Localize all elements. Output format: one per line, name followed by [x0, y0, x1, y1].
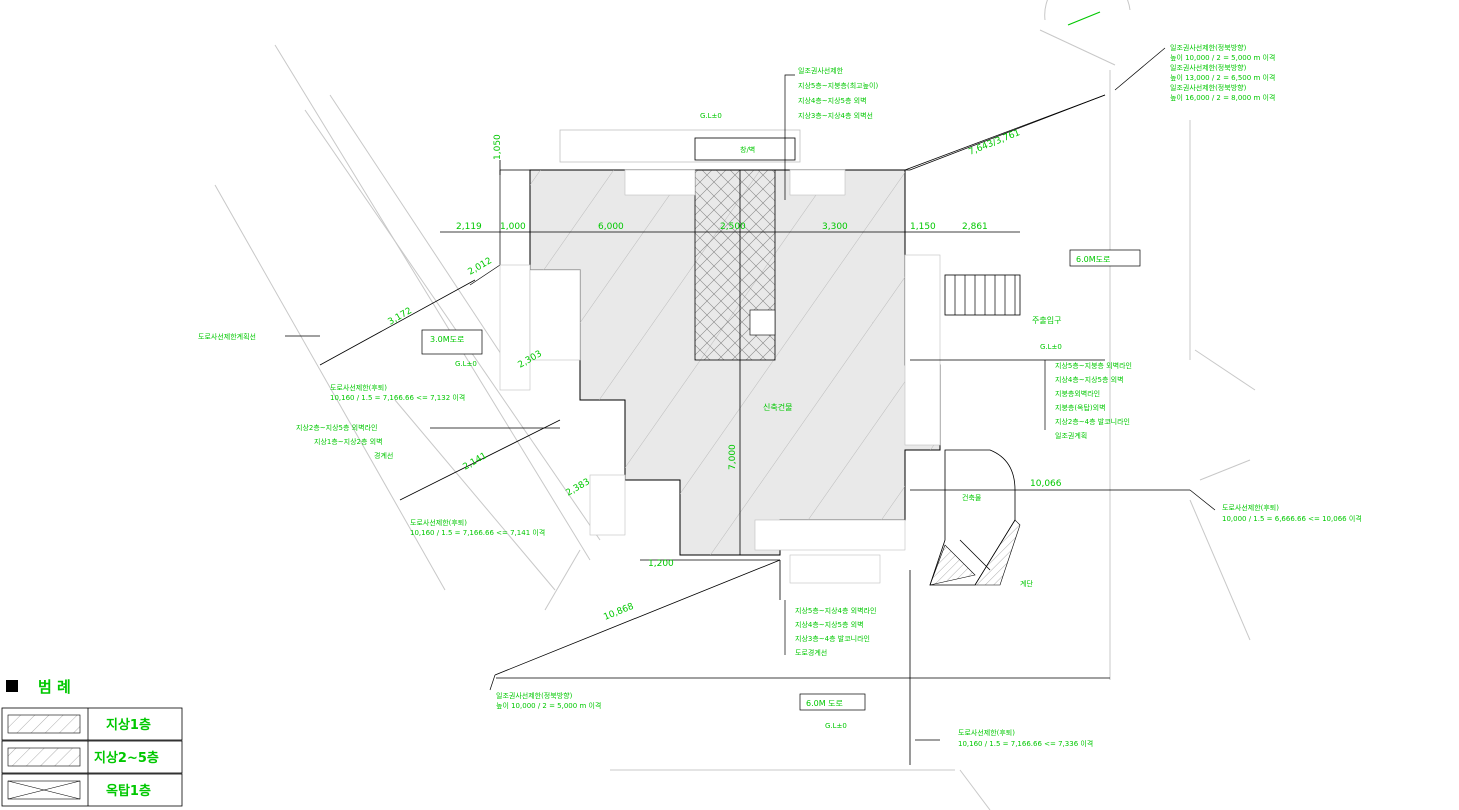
- note-line: 높이 10,000 / 2 = 5,000 m 이격: [1170, 53, 1275, 62]
- note-line: 지상4층~지상5층 외벽: [798, 96, 867, 105]
- note-line: 지상1층~지상2층 외벽: [314, 437, 383, 446]
- note-line: 지상3층~지상4층 외벽선: [798, 111, 873, 120]
- legend-marker: [6, 680, 18, 692]
- road-label: 3.0M도로: [430, 335, 464, 344]
- dim-label: 7,643/3,761: [967, 128, 1021, 158]
- note-line: 높이 13,000 / 2 = 6,500 m 이격: [1170, 73, 1275, 82]
- gl-mark: G.L±0: [455, 360, 477, 368]
- box-label: 창/벽: [740, 145, 755, 154]
- dim-label: 2,861: [962, 222, 988, 232]
- dim-label: 2,383: [565, 477, 592, 499]
- gl-mark: G.L±0: [1040, 343, 1062, 351]
- ramp-area: [929, 449, 1021, 586]
- dim-label: 2,500: [720, 222, 746, 232]
- dim-label: 10,868: [602, 602, 635, 623]
- dim-label: 2,012: [467, 256, 494, 278]
- dim-label: 2,119: [456, 222, 482, 232]
- building-footprint: [499, 129, 941, 584]
- note-line: 일조권사선제한(정북방향): [1170, 83, 1247, 92]
- gl-mark: G.L±0: [700, 112, 722, 120]
- note-line: 도로사선제한(후퇴): [958, 728, 1015, 737]
- note-line: 도로경계선: [795, 648, 827, 657]
- dimension-lines: [319, 94, 1190, 765]
- note-line: 지상3층~4층 발코니라인: [795, 634, 870, 643]
- legend-swatch-2: [7, 747, 81, 767]
- note-line: 지상2층~4층 발코니라인: [1055, 417, 1130, 426]
- legend-swatch-1: [7, 714, 81, 734]
- legend-item: 옥탑1층: [106, 783, 151, 799]
- north-arrow-icon: [1044, 0, 1131, 26]
- road-guides: [214, 29, 1256, 810]
- dim-label: 10,066: [1030, 479, 1062, 489]
- note-line: 지붕층(옥탑)외벽: [1055, 403, 1106, 412]
- legend-title: 범 례: [38, 678, 71, 696]
- building-label: 신축건물: [763, 402, 792, 412]
- legend-item: 지상2~5층: [94, 750, 159, 766]
- note-line: 지붕층외벽라인: [1055, 389, 1100, 398]
- note-line: 일조권사선제한(정북방향): [1170, 43, 1247, 52]
- gl-mark: G.L±0: [825, 722, 847, 730]
- note-line: 일조권사선제한(정북방향): [1170, 63, 1247, 72]
- note-line: 경계선: [374, 451, 393, 460]
- note-line: 도로사선제한(후퇴): [1222, 503, 1279, 512]
- note-line: 지상5층~지붕층(최고높이): [798, 81, 878, 90]
- dim-label: 3,300: [822, 222, 848, 232]
- note-line: 지상4층~지상5층 외벽: [795, 620, 864, 629]
- entrance-label: 주출입구: [1032, 315, 1061, 325]
- note-line: 지상5층~지상4층 외벽라인: [795, 606, 876, 615]
- note-line: 일조권계획: [1055, 431, 1087, 440]
- note-line: 도로사선제한계획선: [198, 332, 256, 341]
- road-label: 6.0M도로: [1076, 255, 1110, 264]
- dim-label: 3,172: [387, 306, 414, 328]
- dim-label: 7,000: [728, 444, 738, 470]
- dim-label: 2,141: [462, 451, 489, 473]
- leader-lines: [285, 47, 1216, 741]
- note-line: 일조권사선제한(정북방향): [496, 691, 573, 700]
- dim-label: 1,150: [910, 222, 936, 232]
- legend: 범 례 지상1층 지상2~5층 옥탑1층: [1, 678, 183, 807]
- note-line: 10,000 / 1.5 = 6,666.66 <= 10,066 이격: [1222, 514, 1362, 523]
- stair-symbol: [944, 274, 1021, 316]
- dim-label: 2,303: [517, 349, 544, 371]
- note-line: 지상5층~지붕층 외벽라인: [1055, 361, 1132, 370]
- legend-item: 지상1층: [106, 717, 151, 733]
- note-line: 도로사선제한(후퇴): [330, 383, 387, 392]
- dim-label: 1,200: [648, 559, 674, 569]
- road-label: 6.0M 도로: [806, 699, 843, 708]
- note-line: 지상2층~지상5층 외벽라인: [296, 423, 377, 432]
- dim-label: 6,000: [598, 222, 624, 232]
- note-line: 10,160 / 1.5 = 7,166.66 <= 7,336 이격: [958, 739, 1093, 748]
- note-line: 높이 16,000 / 2 = 8,000 m 이격: [1170, 93, 1275, 102]
- note-line: 계단: [1020, 579, 1033, 588]
- note-line: 10,160 / 1.5 = 7,166.66 <= 7,141 이격: [410, 528, 545, 537]
- note-line: 지상4층~지상5층 외벽: [1055, 375, 1124, 384]
- note-line: 일조권사선제한: [798, 66, 844, 75]
- note-line: 10,160 / 1.5 = 7,166.66 <= 7,132 이격: [330, 393, 465, 402]
- ramp-label: 건축물: [962, 493, 982, 502]
- dim-label: 1,000: [500, 222, 526, 232]
- note-line: 도로사선제한(후퇴): [410, 518, 467, 527]
- note-line: 높이 10,000 / 2 = 5,000 m 이격: [496, 701, 601, 710]
- dim-label: 1,050: [493, 134, 503, 160]
